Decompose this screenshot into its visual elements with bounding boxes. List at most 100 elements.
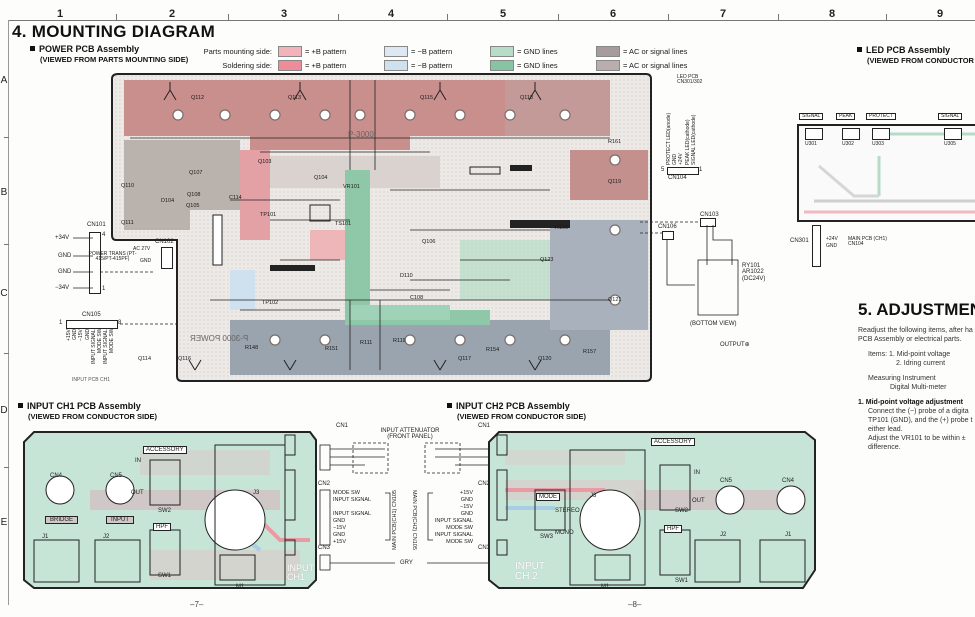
ch2-sw2-out: OUT <box>692 498 705 504</box>
part-ref-label: Q107 <box>189 170 203 176</box>
legend-solder-label: Soldering side: <box>222 61 272 70</box>
input-ch1-board <box>23 431 317 589</box>
left-dest: MAIN PCB(CH1) CN105 <box>392 490 398 550</box>
part-ref-label: Q108 <box>187 192 201 198</box>
legend-parts-side: Parts mounting side: = +B pattern = −B p… <box>190 46 724 57</box>
grid-row-letter: E <box>0 517 8 528</box>
bullet-icon <box>18 403 23 408</box>
cn301-dest: MAIN PCB (CH1) CN104 <box>848 236 887 248</box>
wiring-cn2-left: CN2 <box>318 481 331 487</box>
cn105-label: CN105 <box>82 312 101 318</box>
grid-row-letter: B <box>0 187 8 198</box>
part-ref-label: Q105 <box>186 203 200 209</box>
cn101-pin: +34V <box>55 235 70 241</box>
grid-row-tick <box>4 137 9 138</box>
shield-label: GRY <box>400 560 413 566</box>
part-ref-label: TP102 <box>262 300 279 306</box>
right-cn2-pin: GND <box>460 511 473 517</box>
cn101-connector: CN101 +34V GND GND −34V 4 1 <box>55 222 153 297</box>
grid-row-letter: C <box>0 288 8 299</box>
relay-ref: RY101 <box>742 263 761 269</box>
page-number-left: –7– <box>190 600 204 609</box>
wiring-cn2-right: CN2 <box>478 481 491 487</box>
right-cn2-pin: INPUT SIGNAL <box>434 532 473 538</box>
adjustments-body: Readjust the following items, after ha P… <box>858 326 973 452</box>
part-ref-label: R154 <box>486 347 500 353</box>
ch2-ref: M1 <box>601 584 610 590</box>
left-cn2-pin: MODE SW <box>333 490 360 496</box>
grid-column-tick <box>228 14 229 21</box>
led-pcb-subtitle: (VIEWED FROM CONDUCTOR SI <box>867 56 975 65</box>
grid-column-tick <box>668 14 669 21</box>
part-ref-label: D110 <box>400 273 413 279</box>
cn105-pin-num: 8 <box>118 320 122 326</box>
wiring-diagram <box>319 442 501 571</box>
led-ref: U301 <box>805 141 817 147</box>
right-cn2-pin: INPUT SIGNAL <box>434 518 473 524</box>
grid-column-number: 8 <box>828 8 836 20</box>
bullet-icon <box>857 47 862 52</box>
grid-row-letter: D <box>0 405 8 416</box>
grid-column-number: 7 <box>719 8 727 20</box>
led-tag: PEAK <box>836 113 856 121</box>
part-ref-label: Q113 <box>288 95 302 101</box>
legend-label: = −B pattern <box>411 61 453 70</box>
cn102-pin: AC 27V <box>133 246 151 252</box>
cn103-housing <box>700 218 716 227</box>
swatch-gnd-solder <box>490 60 514 71</box>
led-icon <box>944 128 962 140</box>
swatch-gnd-parts <box>490 46 514 57</box>
adj-items-label: Items: <box>868 351 888 359</box>
legend-item: = −B pattern <box>384 46 472 57</box>
led-ref: U302 <box>842 141 854 147</box>
color-legend: Parts mounting side: = +B pattern = −B p… <box>190 46 724 71</box>
legend-item: = GND lines <box>490 46 578 57</box>
right-cn2-pin: +15V <box>460 490 473 496</box>
cn105-pin-num: 1 <box>59 320 63 326</box>
part-ref-label: TP101 <box>260 212 277 218</box>
ch2-accessory-label: ACCESSORY <box>651 438 695 447</box>
swatch-ac-parts <box>596 46 620 57</box>
legend-label: = −B pattern <box>411 47 453 56</box>
swatch-neg-solder <box>384 60 408 71</box>
part-ref-label: D104 <box>161 198 175 204</box>
cn102-housing <box>161 247 173 269</box>
legend-label: = GND lines <box>517 47 558 56</box>
part-ref-label: TS101 <box>335 221 352 227</box>
cn301-label: CN301 <box>790 238 809 244</box>
left-cn2-pin: −15V <box>333 525 346 531</box>
grid-row-tick <box>4 243 9 245</box>
part-ref-label: R161 <box>608 139 622 145</box>
cn105-pin: MODE SW <box>109 329 116 354</box>
board-marking: P-3000 <box>348 130 374 139</box>
wiring-cn1-right: CN1 <box>478 423 491 429</box>
part-ref-label: Q106 <box>422 239 436 245</box>
ch2-sw2-in: IN <box>694 470 700 476</box>
relay-view: (BOTTOM VIEW) <box>690 321 737 327</box>
legend-item: = +B pattern <box>278 46 366 57</box>
power-pcb-board <box>111 73 652 382</box>
power-pcb-title: POWER PCB Assembly <box>39 44 140 54</box>
part-ref-label: Q121 <box>608 297 622 303</box>
wiring-cn1-left: CN1 <box>336 423 349 429</box>
led-ref: U305 <box>944 141 956 147</box>
grid-column-tick <box>886 14 887 21</box>
left-cn2-pin: GND <box>333 518 346 524</box>
cn104-housing <box>667 167 699 175</box>
adj-step1-title: 1. Mid-point voltage adjustment <box>858 398 964 406</box>
adj-step1-line: difference. <box>868 444 901 452</box>
cn104-pin: PEAK LED(cathode) <box>684 119 691 165</box>
cn104-pin: SIGNAL LED(cathode) <box>690 114 697 165</box>
adjustments-title: 5. ADJUSTMENTS <box>858 300 975 319</box>
wiring-cn3-left: CN3 <box>318 545 331 551</box>
led-icon <box>842 128 860 140</box>
adj-instrument: Digital Multi-meter <box>890 384 947 392</box>
part-ref-label: Q114 <box>138 356 152 362</box>
part-ref-label: R148 <box>245 345 259 351</box>
right-cn2-pin: MODE SW <box>446 539 473 545</box>
part-ref-label: R157 <box>583 349 597 355</box>
part-ref-label: R160 <box>555 225 569 231</box>
grid-column-number: 2 <box>168 8 176 20</box>
